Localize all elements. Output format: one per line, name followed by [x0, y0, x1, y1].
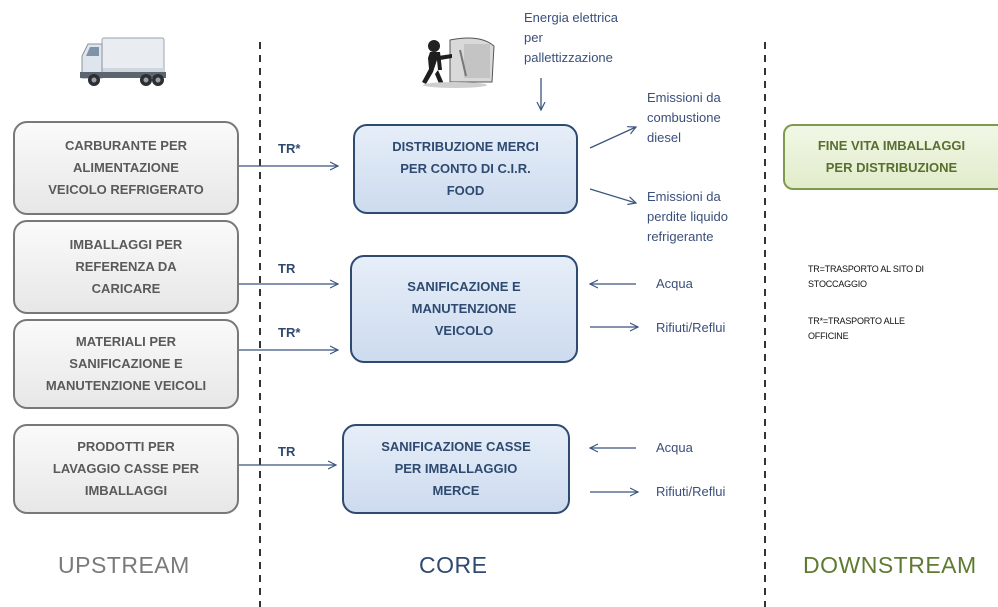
transport-label-1: TR*	[278, 141, 301, 156]
core-box-crate-sanitation-label: SANIFICAZIONE CASSE PER IMBALLAGGIO MERC…	[381, 439, 531, 498]
downstream-box-end-of-life: FINE VITA IMBALLAGGI PER DISTRIBUZIONE	[783, 124, 998, 190]
emission-refrigerant-label: Emissioni da perdite liquido refrigerant…	[647, 189, 728, 244]
arrow-emission-diesel	[589, 127, 636, 149]
worker-loading-icon	[422, 37, 495, 88]
upstream-box-materials: MATERIALI PER SANIFICAZIONE E MANUTENZIO…	[13, 319, 239, 409]
column-title-upstream: UPSTREAM	[58, 552, 190, 578]
note-tr: TR=TRASPORTO AL SITO DI STOCCAGGIO	[808, 264, 924, 289]
note-tr-star: TR*=TRASPORTO ALLE OFFICINE	[808, 316, 905, 341]
emission-diesel-label: Emissioni da combustione diesel	[647, 90, 721, 145]
column-title-core: CORE	[419, 552, 488, 578]
upstream-box-materials-label: MATERIALI PER SANIFICAZIONE E MANUTENZIO…	[45, 334, 207, 393]
transport-label-2: TR	[278, 261, 296, 276]
core-box-distribution-label: DISTRIBUZIONE MERCI PER CONTO DI C.I.R. …	[392, 139, 539, 198]
upstream-box-packaging: IMBALLAGGI PER REFERENZA DA CARICARE	[13, 220, 239, 314]
waste-output-label-1: Rifiuti/Reflui	[656, 320, 726, 335]
water-input-label-2: Acqua	[656, 440, 693, 455]
water-input-label-1: Acqua	[656, 276, 693, 291]
truck-icon	[80, 37, 166, 86]
transport-label-4: TR	[278, 444, 296, 459]
core-box-vehicle-sanitation-label: SANIFICAZIONE E MANUTENZIONE VEICOLO	[407, 279, 521, 338]
upstream-box-products-label: PRODOTTI PER LAVAGGIO CASSE PER IMBALLAG…	[52, 439, 200, 498]
core-box-distribution: DISTRIBUZIONE MERCI PER CONTO DI C.I.R. …	[353, 124, 578, 214]
upstream-box-packaging-label: IMBALLAGGI PER REFERENZA DA CARICARE	[69, 237, 183, 296]
upstream-box-products: PRODOTTI PER LAVAGGIO CASSE PER IMBALLAG…	[13, 424, 239, 514]
core-box-vehicle-sanitation: SANIFICAZIONE E MANUTENZIONE VEICOLO	[350, 255, 578, 363]
waste-output-label-2: Rifiuti/Reflui	[656, 484, 726, 499]
transport-label-3: TR*	[278, 325, 301, 340]
upstream-box-fuel-label: CARBURANTE PER ALIMENTAZIONE VEICOLO REF…	[48, 138, 204, 197]
arrow-emission-refrigerant	[589, 188, 636, 203]
core-box-crate-sanitation: SANIFICAZIONE CASSE PER IMBALLAGGIO MERC…	[342, 424, 570, 514]
column-title-downstream: DOWNSTREAM	[803, 552, 977, 578]
energy-input-label: Energia elettrica per pallettizzazione	[524, 10, 618, 65]
upstream-box-fuel: CARBURANTE PER ALIMENTAZIONE VEICOLO REF…	[13, 121, 239, 215]
downstream-box-end-of-life-label: FINE VITA IMBALLAGGI PER DISTRIBUZIONE	[817, 138, 966, 175]
